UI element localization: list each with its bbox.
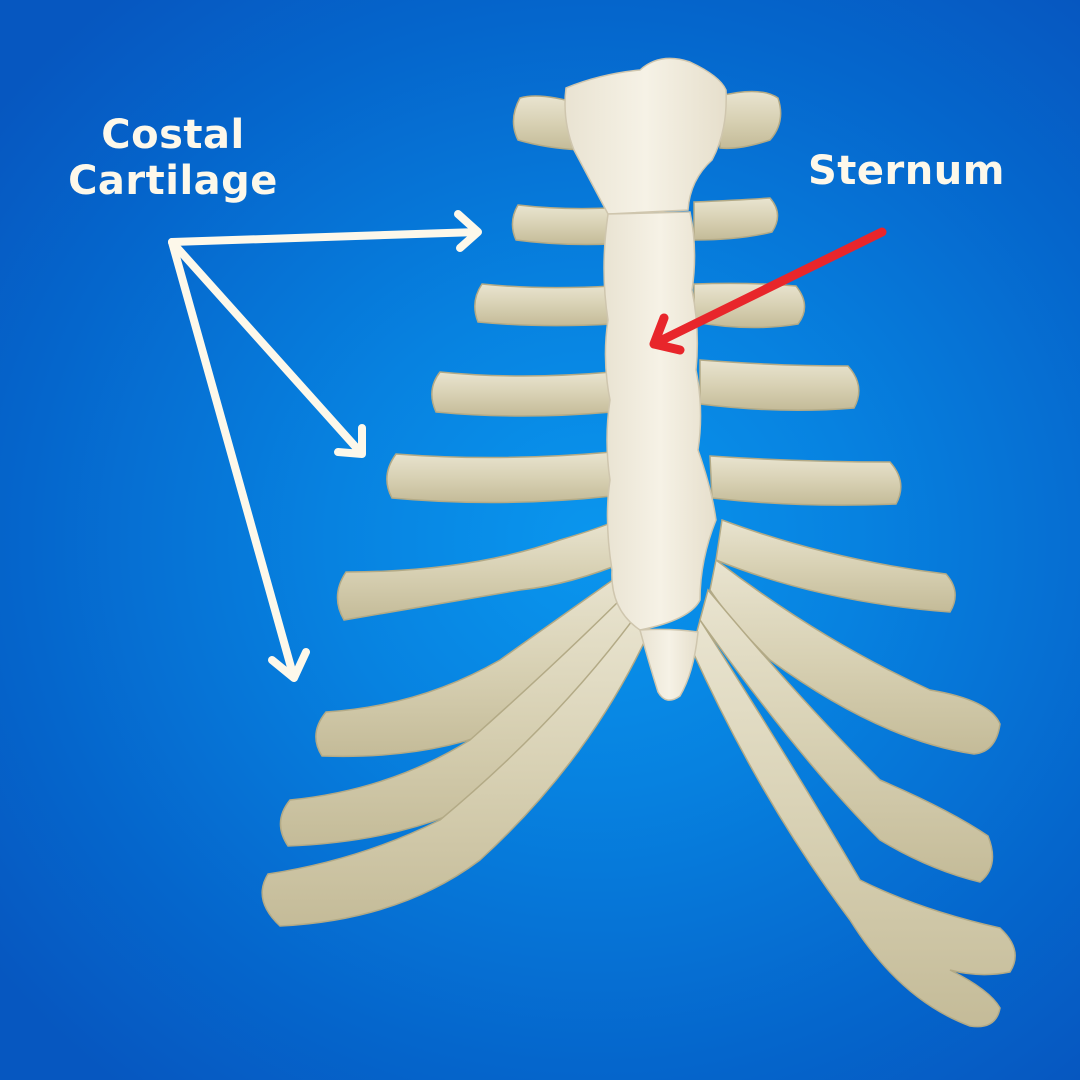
right-costal-cartilages <box>691 90 1016 1028</box>
arrow-to-cartilage-2 <box>168 210 482 252</box>
right-cartilage-7 <box>709 558 1001 755</box>
arrow-to-cartilage-7 <box>168 238 310 682</box>
sternum-bone <box>564 57 727 701</box>
right-cartilage-8 <box>699 588 994 883</box>
sternum-label: Sternum <box>808 148 1005 194</box>
sternal-body <box>603 211 717 631</box>
left-cartilage-4 <box>431 371 613 417</box>
costal-label-line1: Costal <box>101 112 245 158</box>
left-cartilage-2 <box>511 204 613 246</box>
right-cartilage-2 <box>693 197 779 241</box>
manubrium <box>564 57 727 215</box>
left-cartilage-6 <box>336 518 631 621</box>
costal-cartilage-arrows <box>168 210 482 682</box>
left-cartilage-3 <box>474 283 613 327</box>
left-cartilage-9 <box>261 608 651 927</box>
right-cartilage-5 <box>709 455 902 506</box>
right-cartilage-4 <box>699 359 860 411</box>
costal-cartilage-label: Costal Cartilage <box>48 112 298 204</box>
left-costal-cartilages <box>261 95 651 927</box>
right-cartilage-6 <box>715 518 956 613</box>
left-cartilage-1 <box>512 95 581 151</box>
costal-label-line2: Cartilage <box>68 158 278 204</box>
arrow-to-cartilage-5 <box>168 238 366 458</box>
sternum-arrow <box>649 227 887 355</box>
left-cartilage-5 <box>386 451 613 504</box>
right-cartilage-1 <box>719 90 782 150</box>
right-cartilage-9 <box>691 618 1016 1028</box>
right-cartilage-3 <box>693 282 806 329</box>
xiphoid-process <box>639 628 699 701</box>
